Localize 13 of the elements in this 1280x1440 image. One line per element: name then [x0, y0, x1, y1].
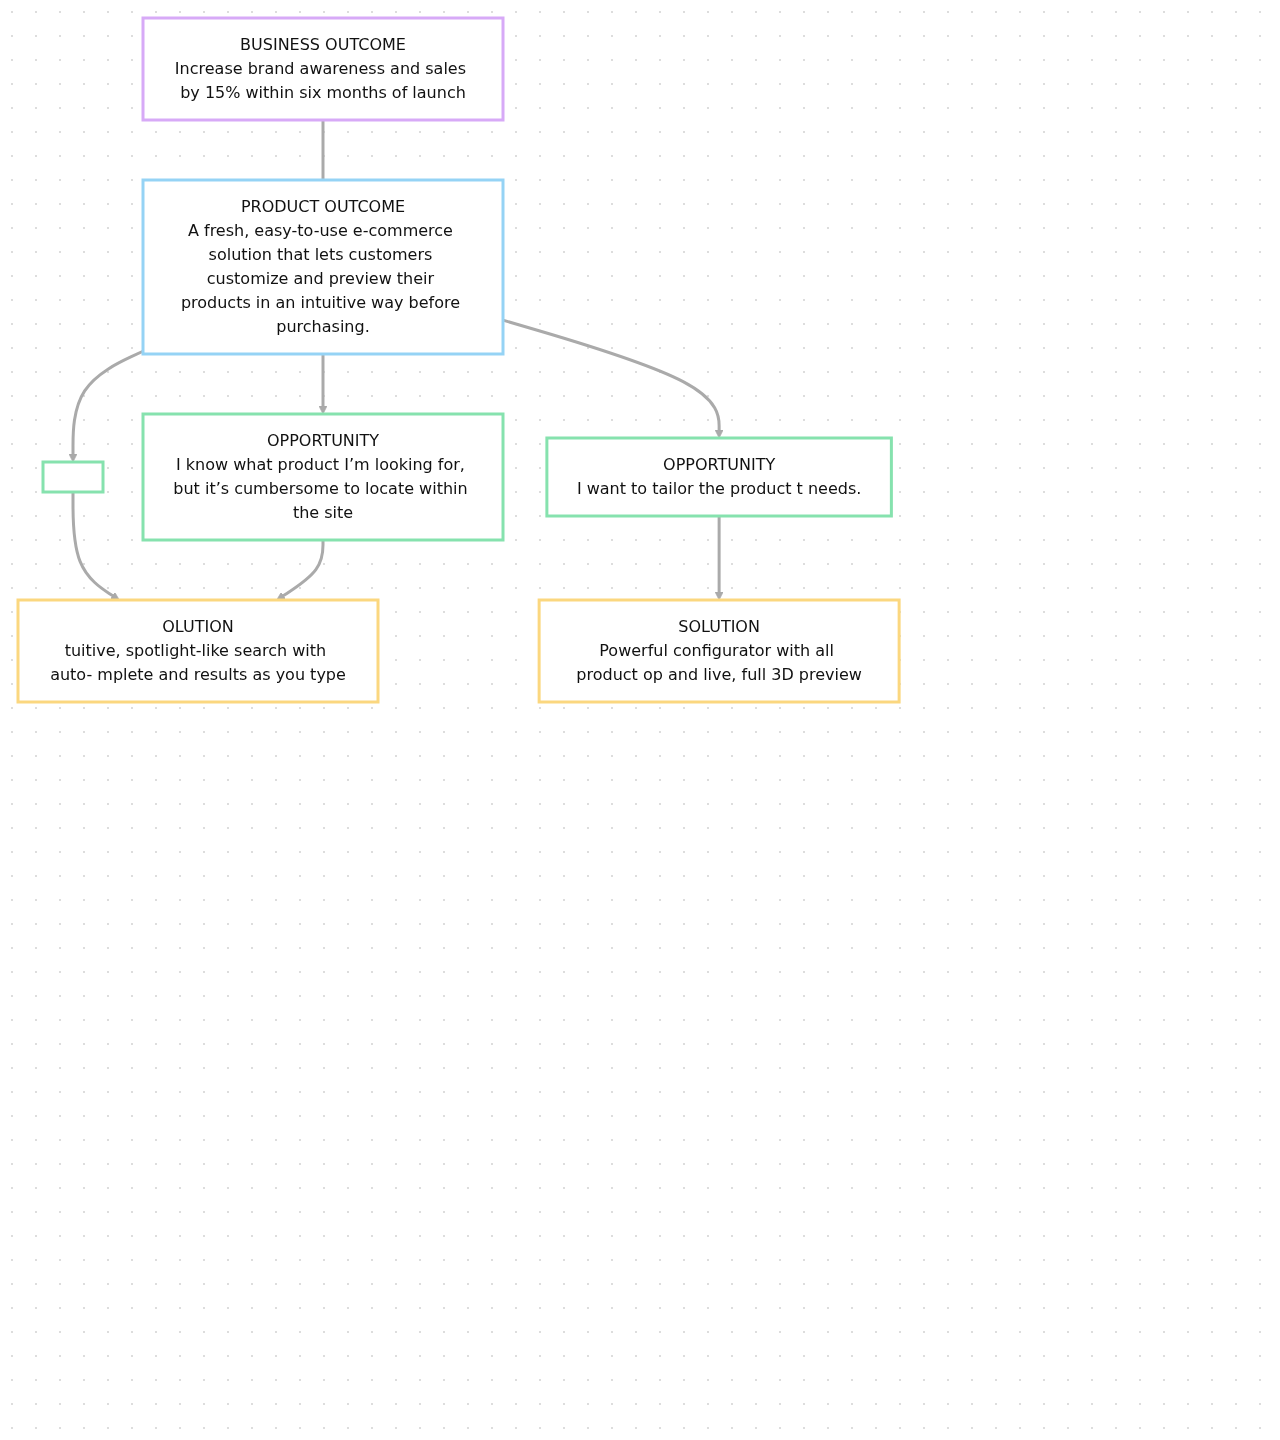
node-box: OPPORTUNITY I know what product I’m looking for, but it’s cumbersome to locate within the site — [141, 412, 505, 542]
arrow — [318, 354, 328, 415]
arrow — [68, 349, 144, 463]
node-box: OLUTION tuitive, spotlight-like search with auto- mplete and results as you type — [16, 598, 380, 704]
node-box — [41, 460, 105, 494]
arrow — [714, 516, 724, 601]
connector — [321, 120, 325, 180]
node-box: OPPORTUNITY I want to tailor the product t needs. — [545, 436, 893, 518]
arrow — [276, 540, 325, 601]
node-box: PRODUCT OUTCOME A fresh, easy-to-use e-commerce solution that lets customers customize and preview their products in an intuitive way before purchasing. — [141, 178, 505, 356]
node-box: SOLUTION Powerful configurator with all product op and live, full 3D preview — [537, 598, 901, 704]
arrow — [71, 492, 120, 601]
node-box: BUSINESS OUTCOME Increase brand awareness and sales by 15% within six months of launch — [141, 16, 505, 122]
